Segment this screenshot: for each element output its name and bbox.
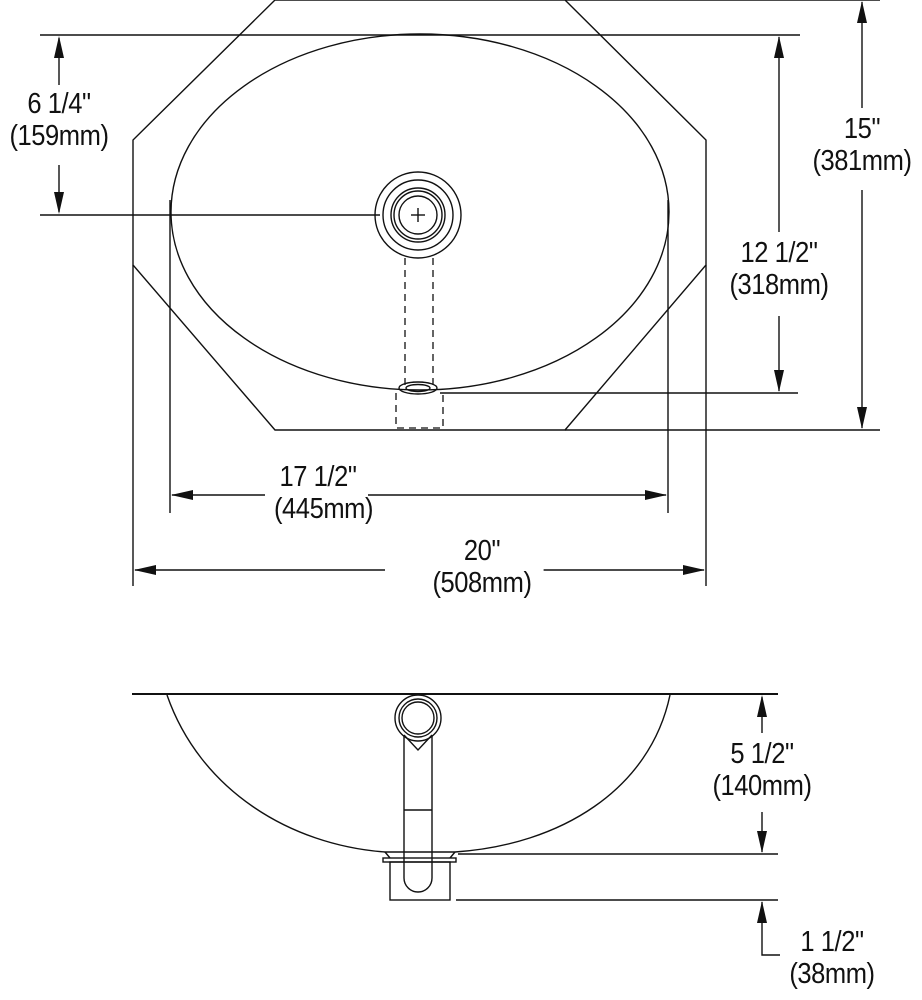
drain-body: [389, 861, 451, 901]
dim-label-drain-height: 1 1/2" (38mm): [786, 926, 878, 990]
dim-metric: (159mm): [9, 120, 109, 152]
side-view: [132, 693, 780, 956]
dim-label-drain-offset: 6 1/4" (159mm): [7, 88, 111, 152]
dim-label-bowl-depth: 12 1/2" (318mm): [725, 237, 833, 301]
dim-label-bowl-width: 17 1/2" (445mm): [274, 461, 374, 525]
dim-imperial: 12 1/2": [740, 237, 818, 269]
dim-imperial: 6 1/4": [27, 88, 91, 120]
hidden-drain-body: [395, 393, 444, 429]
dim-metric: (381mm): [812, 145, 912, 177]
dim-metric: (140mm): [712, 770, 812, 802]
dim-imperial: 1 1/2": [800, 926, 864, 958]
bowl-profile: [166, 694, 671, 853]
dim-label-overall-depth: 15" (381mm): [809, 113, 915, 177]
dim-label-bowl-height: 5 1/2" (140mm): [707, 738, 817, 802]
top-view: [40, 0, 880, 586]
dim-metric: (445mm): [274, 493, 374, 525]
dim-imperial: 5 1/2": [730, 738, 794, 770]
dim-metric: (318mm): [729, 269, 829, 301]
faucet-spout-icon: [394, 694, 442, 893]
dim-imperial: 20": [463, 535, 501, 567]
dim-metric: (38mm): [789, 958, 875, 990]
faucet-icon: [374, 171, 462, 259]
bowl-oval: [170, 33, 670, 391]
drain-icon: [398, 381, 438, 395]
dim-imperial: 15": [843, 113, 881, 145]
dim-metric: (508mm): [432, 567, 532, 599]
dim-imperial: 17 1/2": [279, 461, 357, 493]
dim-label-overall-width: 20" (508mm): [420, 535, 544, 599]
